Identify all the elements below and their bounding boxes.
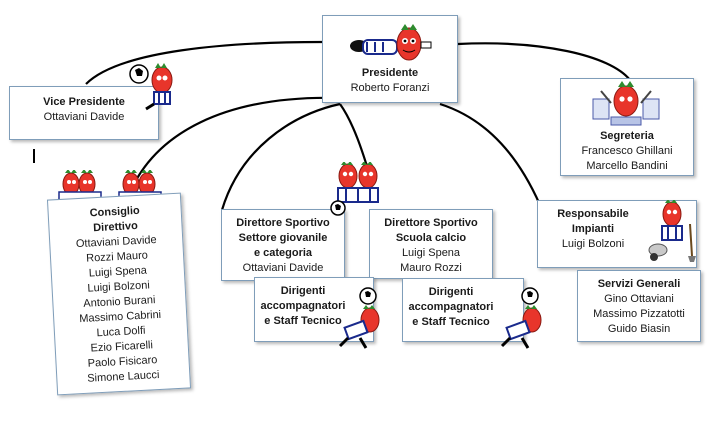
responsabile-title-2: Impianti <box>571 223 615 235</box>
dirigenti-2-title-3: e Staff Tecnico <box>412 316 490 328</box>
connector-ds-giovanile <box>220 102 341 211</box>
dirigenti-1-title-3: e Staff Tecnico <box>264 315 342 327</box>
segreteria-name-2: Marcello Bandini <box>586 160 668 172</box>
servizi-name-2: Massimo Pizzatotti <box>593 308 685 320</box>
mascot-kicking-icon <box>129 63 173 111</box>
connector-segreteria <box>457 42 631 81</box>
ds-giovanile-box: Direttore Sportivo Settore giovanile e c… <box>221 209 345 281</box>
servizi-title: Servizi Generali <box>597 278 681 290</box>
servizi-name-1: Gino Ottaviani <box>604 293 674 305</box>
mascot-secretary-icon <box>592 81 660 126</box>
segreteria-title: Segreteria <box>600 130 654 142</box>
segreteria-box: Segreteria Francesco Ghillani Marcello B… <box>560 78 694 176</box>
responsabile-name: Luigi Bolzoni <box>561 238 625 250</box>
ds-giovanile-name: Ottaviani Davide <box>242 262 324 274</box>
text-cursor <box>33 149 35 163</box>
dirigenti-staff-box-2: Dirigenti accompagnatori e Staff Tecnico <box>402 278 524 342</box>
ds-giovanile-title-1: Direttore Sportivo <box>236 217 330 229</box>
consiglio-direttivo-box: Consiglio Direttivo Ottaviani Davide Roz… <box>46 192 192 396</box>
vice-presidente-box: Vice Presidente Ottaviani Davide <box>9 86 159 140</box>
mascot-volley-icon-2 <box>500 287 542 349</box>
vice-title: Vice Presidente <box>43 96 125 108</box>
ds-giovanile-title-3: e categoria <box>253 247 313 259</box>
mascot-worker-icon <box>648 200 696 262</box>
responsabile-title-1: Responsabile <box>557 208 629 220</box>
ds-giovanile-title-2: Settore giovanile <box>238 232 328 244</box>
ds-scuola-title-2: Scuola calcio <box>395 232 467 244</box>
ds-scuola-box: Direttore Sportivo Scuola calcio Luigi S… <box>369 209 493 279</box>
servizi-name-3: Guido Biasin <box>607 323 671 335</box>
mascot-sliding-icon <box>350 24 432 61</box>
mascot-volley-icon <box>338 287 380 349</box>
ds-scuola-name-1: Luigi Spena <box>401 247 461 259</box>
presidente-name: Roberto Foranzi <box>350 82 430 94</box>
mascot-duo-ball-icon <box>330 162 379 216</box>
presidente-title: Presidente <box>361 67 419 79</box>
ds-scuola-title-1: Direttore Sportivo <box>384 217 478 229</box>
dirigenti-1-title-2: accompagnatori <box>260 300 346 312</box>
dirigenti-2-title-1: Dirigenti <box>428 286 474 298</box>
ds-scuola-name-2: Mauro Rozzi <box>400 262 462 274</box>
presidente-box: Presidente Roberto Foranzi <box>322 15 458 103</box>
dirigenti-1-title-1: Dirigenti <box>280 285 326 297</box>
dirigenti-2-title-2: accompagnatori <box>408 301 494 313</box>
vice-name: Ottaviani Davide <box>43 111 125 123</box>
segreteria-name-1: Francesco Ghillani <box>581 145 673 157</box>
servizi-generali-box: Servizi Generali Gino Ottaviani Massimo … <box>577 270 701 342</box>
connector-vice <box>85 40 323 85</box>
connector-responsabile <box>439 102 542 206</box>
